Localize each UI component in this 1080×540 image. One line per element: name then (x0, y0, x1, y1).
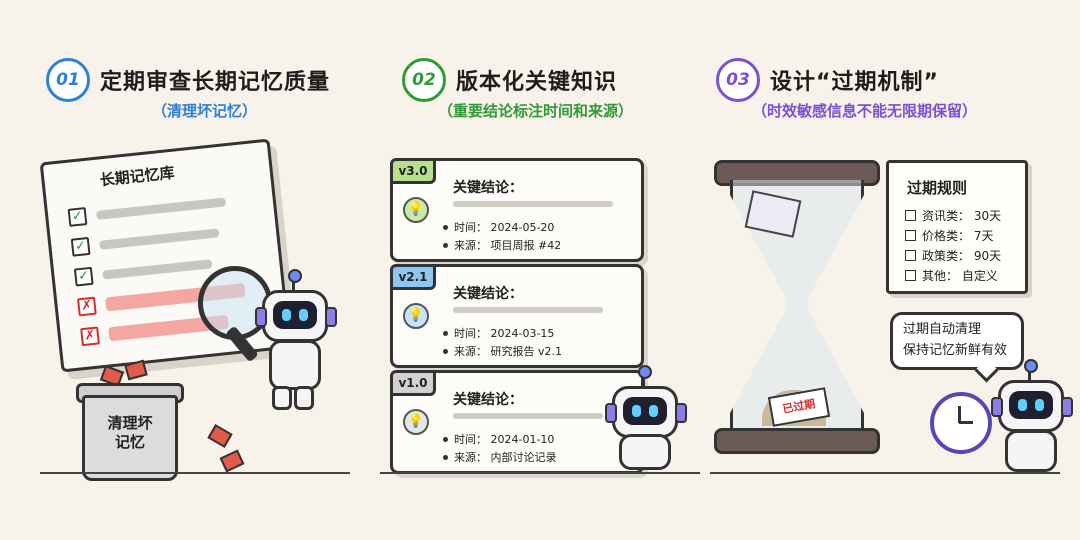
section-1-subtitle: （清理坏记忆） (152, 102, 258, 120)
checkbox-icon (905, 230, 916, 241)
version-card: v2.1 💡 关键结论： 时间： 2024-03-15 来源： 研究报告 v2.… (390, 264, 644, 368)
section-2-number: 02 (402, 58, 446, 102)
lightbulb-icon: 💡 (403, 197, 429, 223)
section-3-title: 设计“过期机制” (770, 70, 939, 95)
card-source: 来源： 项目周报 #42 (454, 239, 562, 252)
card-time: 时间： 2024-05-20 (454, 221, 555, 234)
version-badge: v3.0 (390, 158, 436, 184)
card-source: 来源： 内部讨论记录 (454, 451, 557, 464)
card-time: 时间： 2024-01-10 (454, 433, 555, 446)
memory-row: ✓ (67, 192, 227, 227)
memory-row: ✓ (73, 254, 213, 287)
ground-line (710, 472, 1060, 474)
section-3-heading: 03 设计“过期机制” (716, 58, 939, 102)
card-key-label: 关键结论： (453, 392, 523, 408)
version-badge: v2.1 (390, 264, 436, 290)
memory-board-title: 长期记忆库 (98, 163, 176, 190)
ground-line (380, 472, 700, 474)
card-key-label: 关键结论： (453, 180, 523, 196)
section-1: 01 定期审查长期记忆质量 （清理坏记忆） 长期记忆库 ✓ ✓ ✓ ✗ ✗ 清理… (0, 0, 360, 540)
check-icon: ✓ (73, 266, 94, 287)
checkbox-icon (905, 210, 916, 221)
section-2-title: 版本化关键知识 (456, 70, 618, 95)
card-key-label: 关键结论： (453, 286, 523, 302)
rule-item: 其他： 自定义 (905, 267, 998, 284)
bin-label-line-1: 清理坏 (107, 414, 153, 432)
memory-board: 长期记忆库 ✓ ✓ ✓ ✗ ✗ (39, 138, 292, 373)
stopwatch-icon (930, 392, 992, 454)
check-icon: ✓ (67, 207, 88, 227)
section-3-number: 03 (716, 58, 760, 102)
ground-line (40, 472, 350, 474)
hourglass-base (714, 428, 880, 454)
version-card: v3.0 💡 关键结论： 时间： 2024-05-20 来源： 项目周报 #42 (390, 158, 644, 262)
bin-label-line-2: 记忆 (114, 433, 145, 451)
speech-bubble: 过期自动清理 保持记忆新鲜有效 (890, 312, 1024, 370)
rules-title: 过期规则 (907, 179, 968, 197)
lightbulb-icon: 💡 (403, 409, 429, 435)
section-3: 03 设计“过期机制” （时效敏感信息不能无限期保留） 已过期 过期规则 资讯类… (700, 0, 1080, 540)
section-2-subtitle: （重要结论标注时间和来源） (438, 102, 634, 120)
checkbox-icon (905, 270, 916, 281)
cross-icon: ✗ (80, 326, 100, 347)
rule-item: 政策类： 90天 (905, 247, 1001, 264)
section-2-heading: 02 版本化关键知识 (402, 58, 617, 102)
card-source: 来源： 研究报告 v2.1 (454, 345, 562, 358)
section-2: 02 版本化关键知识 （重要结论标注时间和来源） v3.0 💡 关键结论： 时间… (360, 0, 720, 540)
memory-row: ✓ (70, 223, 220, 257)
lightbulb-icon: 💡 (403, 303, 429, 329)
check-icon: ✓ (70, 236, 91, 257)
card-time: 时间： 2024-03-15 (454, 327, 555, 340)
rule-item: 资讯类： 30天 (905, 207, 1001, 224)
cross-icon: ✗ (77, 296, 97, 317)
expiry-rules-card: 过期规则 资讯类： 30天 价格类： 7天 政策类： 90天 其他： 自定义 (886, 160, 1028, 294)
section-1-heading: 01 定期审查长期记忆质量 (46, 58, 330, 102)
checkbox-icon (905, 250, 916, 261)
section-1-title: 定期审查长期记忆质量 (100, 70, 331, 95)
bubble-line-1: 过期自动清理 (903, 322, 982, 337)
section-3-subtitle: （时效敏感信息不能无限期保留） (752, 102, 978, 120)
trash-bin-icon: 清理坏 记忆 (82, 395, 178, 481)
section-1-number: 01 (46, 58, 90, 102)
rule-item: 价格类： 7天 (905, 227, 993, 244)
version-badge: v1.0 (390, 370, 436, 396)
bubble-line-2: 保持记忆新鲜有效 (903, 343, 1008, 358)
